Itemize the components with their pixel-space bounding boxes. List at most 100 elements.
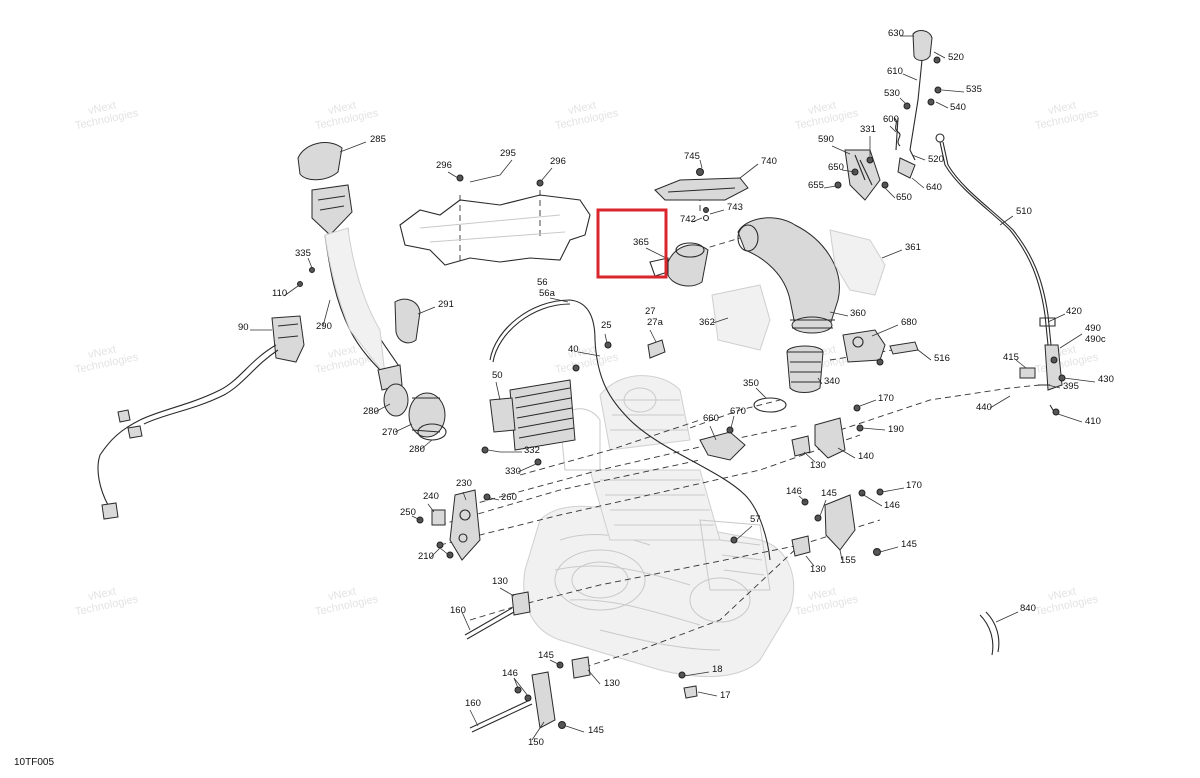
- callout-l285: 285: [370, 134, 386, 145]
- leader-lines: [250, 35, 1096, 741]
- shield-361: [829, 229, 886, 296]
- callout-l140: 140: [858, 451, 874, 462]
- callout-l415: 415: [1003, 352, 1019, 363]
- heat-shield-plate: [399, 174, 591, 266]
- shift-rod: [935, 133, 1066, 416]
- callout-l745: 745: [684, 151, 700, 162]
- watermark-line1: vNext: [807, 586, 837, 604]
- callout-l630: 630: [888, 28, 904, 39]
- callout-l240: 240: [423, 491, 439, 502]
- callout-l145b: 145: [901, 539, 917, 550]
- callout-l520b: 520: [928, 154, 944, 165]
- wiring-harness: [97, 315, 305, 520]
- callout-l210: 210: [418, 551, 434, 562]
- callout-l540: 540: [950, 102, 966, 113]
- callout-l420: 420: [1066, 306, 1082, 317]
- callout-l640: 640: [926, 182, 942, 193]
- watermark-line1: vNext: [327, 100, 357, 118]
- callout-l250: 250: [400, 507, 416, 518]
- callout-l270: 270: [382, 427, 398, 438]
- bracket-660: [699, 426, 746, 461]
- watermark-line1: vNext: [807, 100, 837, 118]
- callout-l146a: 146: [786, 486, 802, 497]
- callout-l150: 150: [528, 737, 544, 748]
- cooler-50: [481, 379, 576, 466]
- callout-l365: 365: [633, 237, 649, 248]
- callout-l600: 600: [883, 114, 899, 125]
- callout-l130d: 130: [604, 678, 620, 689]
- callout-l90: 90: [238, 322, 249, 333]
- callout-l50: 50: [492, 370, 503, 381]
- watermark-line1: vNext: [87, 344, 117, 362]
- callout-l18: 18: [712, 664, 723, 675]
- watermark-line1: vNext: [327, 344, 357, 362]
- callout-l27: 27: [645, 306, 656, 317]
- engine-ghost: [523, 375, 795, 677]
- callout-l190: 190: [888, 424, 904, 435]
- callout-l655: 655: [808, 180, 824, 191]
- callout-l740: 740: [761, 156, 777, 167]
- callout-l340: 340: [824, 376, 840, 387]
- callout-l510: 510: [1016, 206, 1032, 217]
- diagram-code: 10TF005: [14, 757, 54, 768]
- bracket-680: [842, 329, 919, 366]
- callout-l295: 295: [500, 148, 516, 159]
- engine-mounts-bottom: [464, 591, 591, 733]
- callout-l743: 743: [727, 202, 743, 213]
- callout-l610: 610: [887, 66, 903, 77]
- watermark-line1: vNext: [567, 100, 597, 118]
- shield-362: [711, 284, 771, 351]
- watermark-line1: vNext: [1047, 586, 1077, 604]
- callout-l160a: 160: [450, 605, 466, 616]
- callout-l56a: 56a: [539, 288, 556, 299]
- callout-l660: 660: [703, 413, 719, 424]
- callout-l590: 590: [818, 134, 834, 145]
- drain-fitting: [678, 671, 698, 699]
- callout-l332: 332: [524, 445, 540, 456]
- watermark-line1: vNext: [1047, 100, 1077, 118]
- intake-coupling: [383, 383, 447, 441]
- callout-l335: 335: [295, 248, 311, 259]
- hoses: [489, 299, 771, 561]
- watermark-line1: vNext: [87, 586, 117, 604]
- callout-l280b: 280: [409, 444, 425, 455]
- callout-l490: 490: [1085, 323, 1101, 334]
- callout-l361: 361: [905, 242, 921, 253]
- callout-l535: 535: [966, 84, 982, 95]
- callout-l650b: 650: [896, 192, 912, 203]
- engine-mounts-left: [416, 489, 491, 561]
- callout-l146b: 146: [884, 500, 900, 511]
- intake-boot-365: [649, 242, 709, 287]
- callout-l330: 330: [505, 466, 521, 477]
- callout-l742: 742: [680, 214, 696, 225]
- callout-l146c: 146: [502, 668, 518, 679]
- watermark-line1: vNext: [327, 586, 357, 604]
- callout-l430: 430: [1098, 374, 1114, 385]
- callout-l56: 56: [537, 277, 548, 288]
- callout-l160b: 160: [465, 698, 481, 709]
- callout-l17: 17: [720, 690, 731, 701]
- callout-l25: 25: [601, 320, 612, 331]
- intake-duct: [297, 142, 403, 391]
- callout-l362: 362: [699, 317, 715, 328]
- callout-l290: 290: [316, 321, 332, 332]
- duct-291: [394, 298, 421, 344]
- callout-l27a: 27a: [647, 317, 664, 328]
- callout-l490c: 490c: [1085, 334, 1106, 345]
- callout-l440: 440: [976, 402, 992, 413]
- callout-l680: 680: [901, 317, 917, 328]
- callout-l840: 840: [1020, 603, 1036, 614]
- engine-mounts-right: [791, 404, 884, 557]
- shift-lever-assembly: [834, 30, 942, 201]
- callout-l110: 110: [272, 288, 287, 299]
